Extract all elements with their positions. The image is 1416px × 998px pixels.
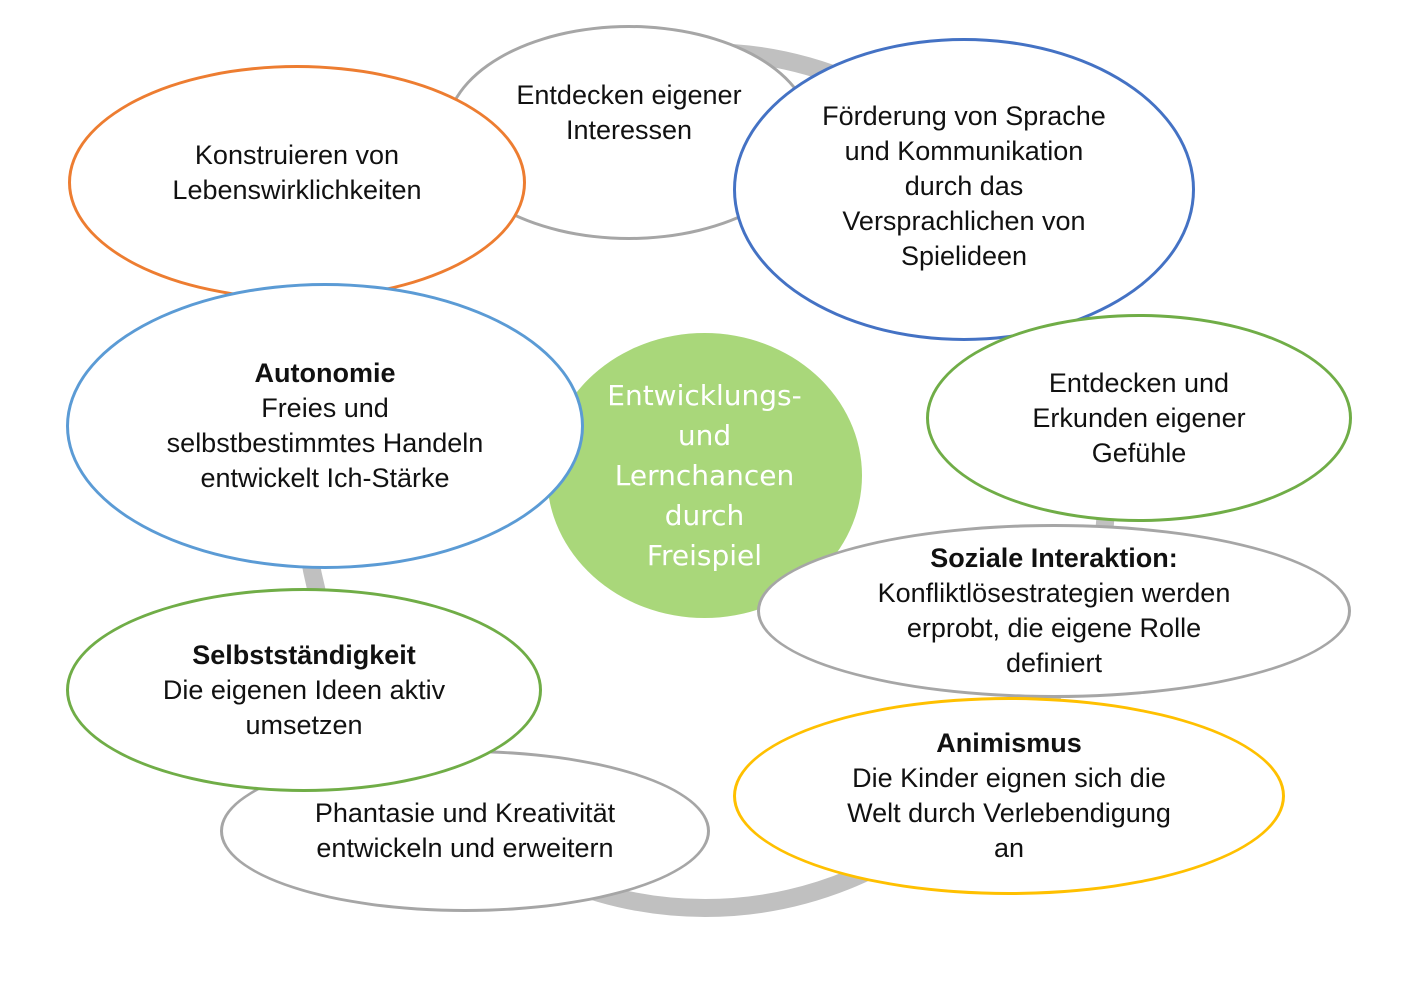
bubble-lebenswirklichkeiten: Konstruieren von Lebenswirklichkeiten xyxy=(68,65,526,300)
bubble-selbststaendigkeit-text: Die eigenen Ideen aktiv umsetzen xyxy=(162,674,446,740)
bubble-interessen-text: Entdecken eigener Interessen xyxy=(516,79,742,145)
bubble-soziale-interaktion: Soziale Interaktion: Konfliktlösestrateg… xyxy=(757,524,1351,698)
bubble-autonomie: Autonomie Freies und selbstbestimmtes Ha… xyxy=(66,283,584,569)
bubble-soziale-interaktion-title: Soziale Interaktion: xyxy=(930,543,1178,573)
bubble-gefuehle: Entdecken und Erkunden eigener Gefühle xyxy=(926,314,1352,522)
bubble-sprache: Förderung von Sprache und Kommunikation … xyxy=(733,38,1195,341)
bubble-animismus-text: Die Kinder eignen sich die Welt durch Ve… xyxy=(847,763,1171,863)
bubble-gefuehle-text: Entdecken und Erkunden eigener Gefühle xyxy=(1032,367,1246,468)
bubble-sprache-text: Förderung von Sprache und Kommunikation … xyxy=(822,101,1106,271)
bubble-animismus: Animismus Die Kinder eignen sich die Wel… xyxy=(733,697,1285,895)
bubble-autonomie-text: Freies und selbstbestimmtes Handeln entw… xyxy=(166,393,484,493)
bubble-lebenswirklichkeiten-text: Konstruieren von Lebenswirklichkeiten xyxy=(172,139,422,205)
bubble-phantasie-text: Phantasie und Kreativität entwickeln und… xyxy=(314,798,616,863)
bubble-selbststaendigkeit-title: Selbstständigkeit xyxy=(192,639,416,670)
bubble-animismus-title: Animismus xyxy=(936,728,1082,758)
bubble-autonomie-title: Autonomie xyxy=(254,358,396,388)
bubble-soziale-interaktion-text: Konfliktlösestrategien werden erprobt, d… xyxy=(877,578,1231,678)
bubble-selbststaendigkeit: Selbstständigkeit Die eigenen Ideen akti… xyxy=(66,588,542,792)
